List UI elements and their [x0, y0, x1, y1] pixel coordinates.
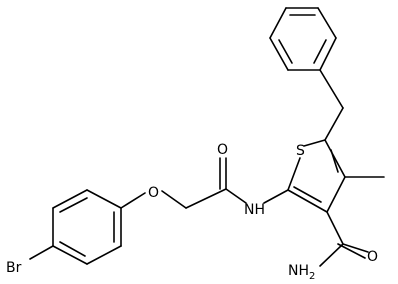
carboxamide-group	[319, 211, 369, 267]
amide-nh-label: NH	[244, 202, 265, 218]
bromophenyl-ring	[29, 189, 146, 265]
carboxamide-oxygen-label: O	[367, 249, 378, 265]
benzyl-methylene	[319, 69, 344, 141]
benzyl-phenyl-ring	[269, 7, 337, 71]
bromine-label: Br	[6, 260, 22, 276]
sulfur-label: S	[296, 143, 305, 159]
carboxamide-nh2-label: NH2	[288, 263, 315, 282]
thiophene-ring	[287, 139, 346, 213]
ether-oxygen-label: O	[148, 185, 159, 201]
amide-linkage	[161, 157, 289, 209]
carbonyl-oxygen-label: O	[217, 142, 228, 158]
